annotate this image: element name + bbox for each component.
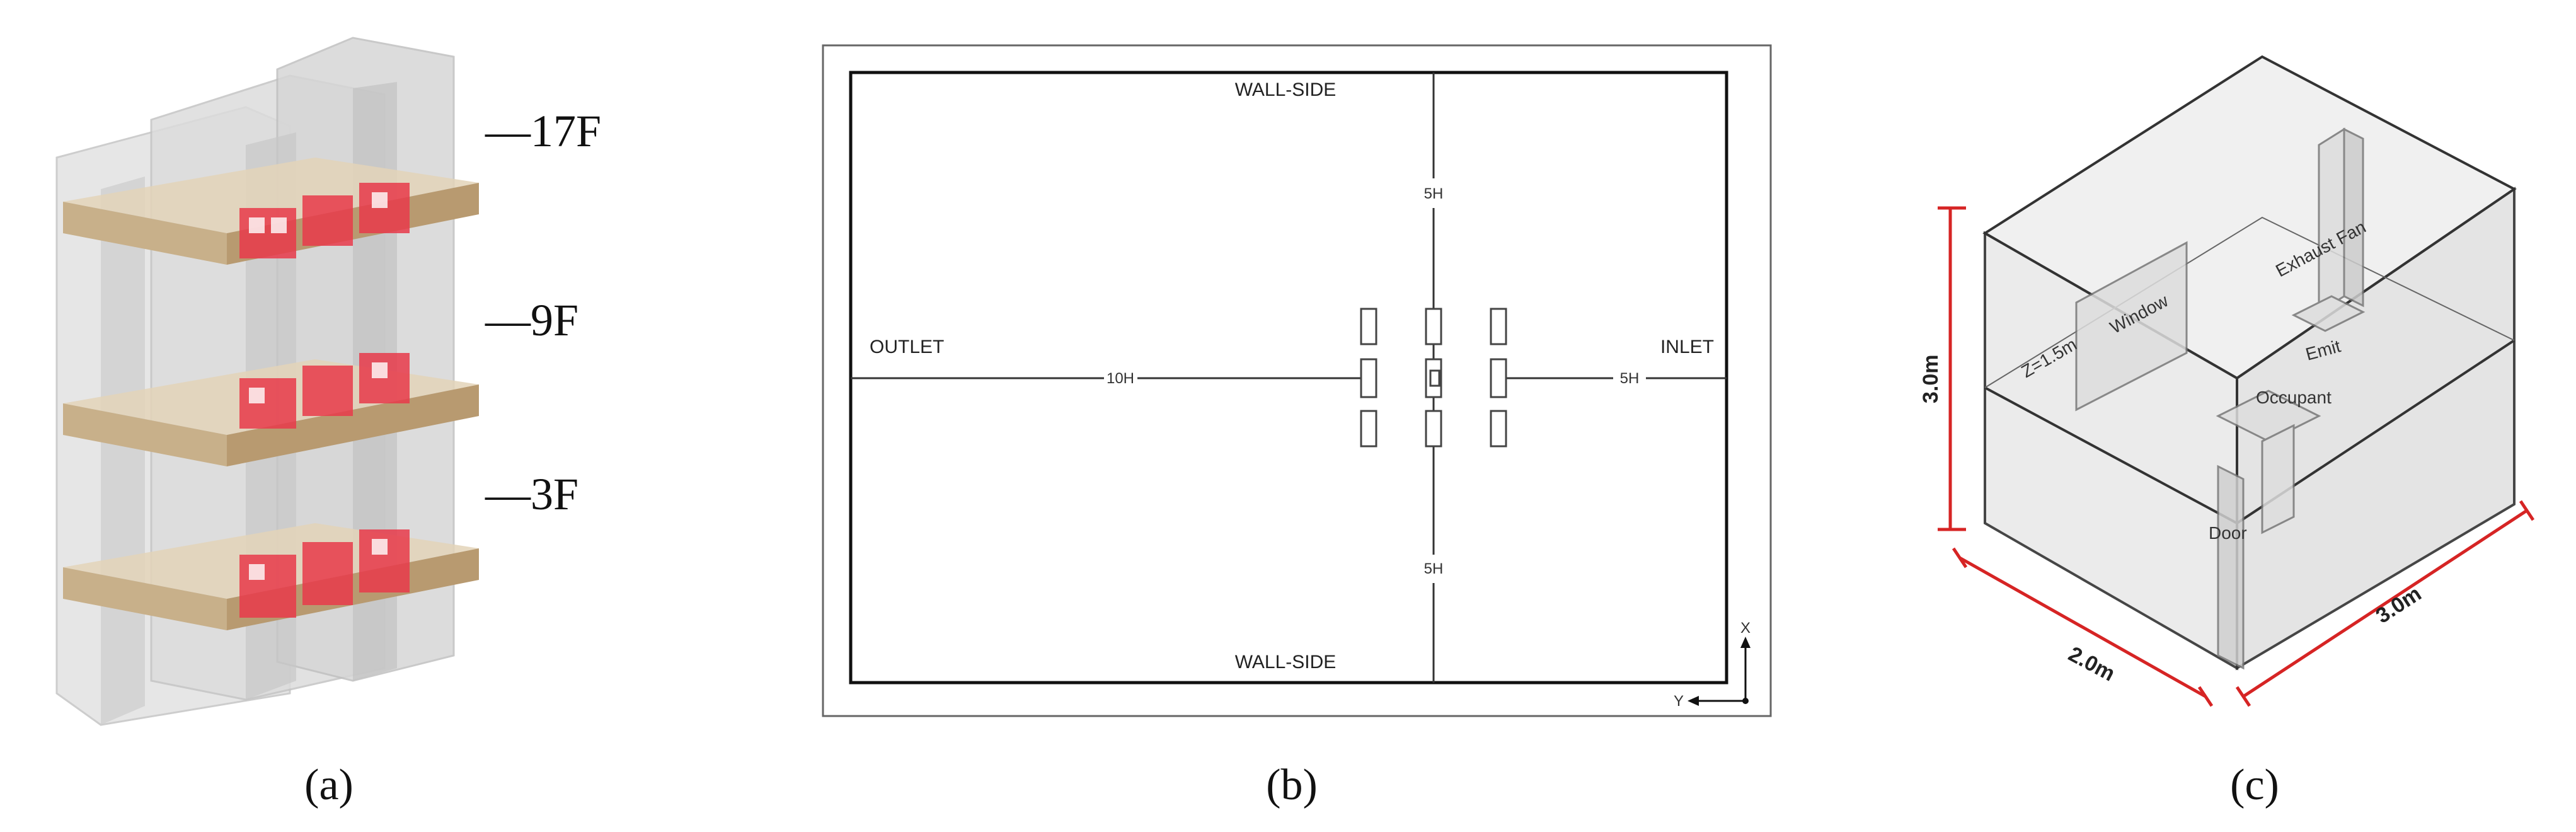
outer-frame xyxy=(822,44,1772,717)
depth-dimension-label: 3.0m xyxy=(2372,582,2426,628)
rooms-17f xyxy=(239,183,410,258)
panel-label-a: (a) xyxy=(304,761,354,809)
inlet-label: INLET xyxy=(1660,337,1714,357)
wall-side-bottom-label: WALL-SIDE xyxy=(1235,652,1337,673)
slab-17f xyxy=(63,158,479,265)
room-interior xyxy=(2075,127,2366,670)
width-dimension-label: 2.0m xyxy=(2064,642,2119,686)
distance-left-label: 10H xyxy=(1107,370,1134,387)
height-dimension-label: 3.0m xyxy=(1919,355,1943,404)
distance-top-label: 5H xyxy=(1424,185,1444,202)
door-label: Door xyxy=(2209,523,2247,543)
rooms-3f xyxy=(239,529,410,618)
panel-label-b: (b) xyxy=(1266,761,1318,809)
dimension-lines xyxy=(1938,206,2535,707)
distance-bottom-label: 5H xyxy=(1424,560,1444,577)
panel-c-room-model: Window Exhaust Fan Emit Occupant Door Z=… xyxy=(1919,55,2535,809)
floor-label-3f: —3F xyxy=(485,469,578,519)
building-array xyxy=(1360,308,1507,448)
floor-label-17f: —17F xyxy=(485,106,601,156)
rooms-9f xyxy=(239,353,410,429)
panel-b-domain-plan: WALL-SIDE WALL-SIDE OUTLET INLET 5H 5H 1… xyxy=(822,44,1772,809)
panel-a-building-model: —17F —9F —3F (a) xyxy=(55,37,601,809)
axis-y-label: Y xyxy=(1674,693,1684,710)
outlet-label: OUTLET xyxy=(870,337,944,357)
wall-side-top-label: WALL-SIDE xyxy=(1235,79,1337,100)
axes-indicator: X Y xyxy=(1674,620,1751,710)
axis-x-label: X xyxy=(1740,620,1751,637)
slab-9f xyxy=(63,353,479,466)
panel-label-c: (c) xyxy=(2230,761,2279,809)
distance-right-label: 5H xyxy=(1620,370,1640,387)
floor-label-9f: —9F xyxy=(485,295,578,345)
occupant-label: Occupant xyxy=(2256,388,2332,407)
slab-3f xyxy=(63,523,479,630)
